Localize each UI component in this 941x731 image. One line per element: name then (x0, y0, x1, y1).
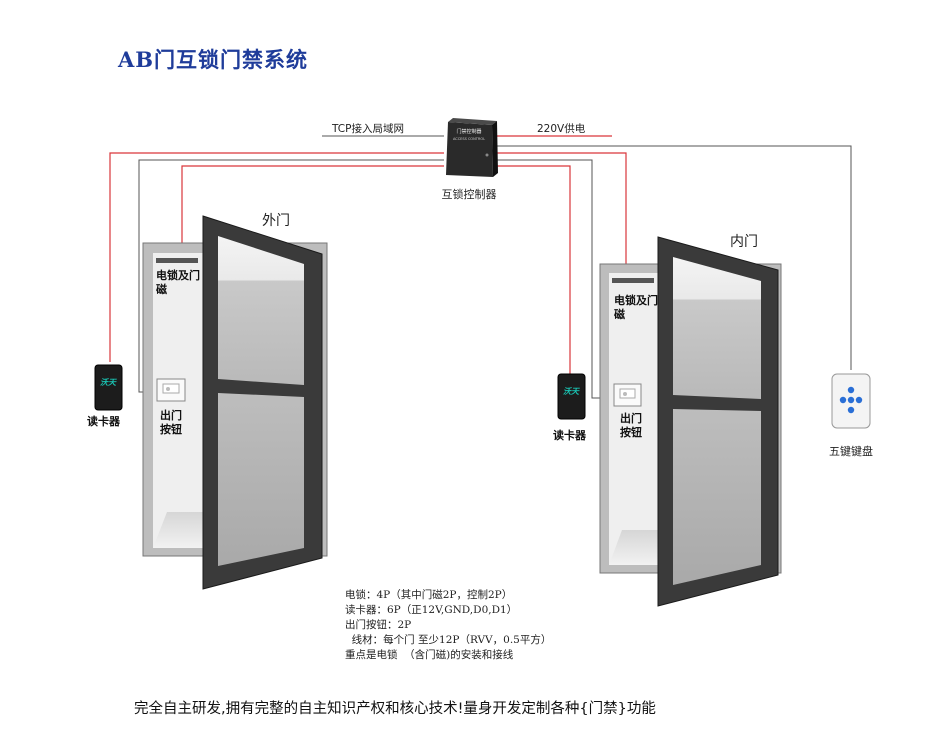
keypad-key-center (847, 396, 855, 404)
keypad-key-left (839, 396, 847, 404)
inner-reader-wire (496, 152, 627, 272)
note-line: 读卡器：6P（正12V,GND,D0,D1） (345, 604, 518, 616)
inner-lock-label: 电锁及门磁 (614, 294, 658, 321)
inner-reader-label: 读卡器 (553, 429, 586, 442)
note-line: 出门按钮：2P (345, 619, 412, 631)
outer-lock-label: 电锁及门磁 (156, 269, 200, 296)
interlock-controller: 门禁控制器 ACCESS CONTROL (446, 118, 498, 177)
controller-box-text: 门禁控制器 (456, 128, 481, 135)
inner-lock-wire (496, 165, 571, 374)
outer-door-name: 外门 (262, 213, 290, 229)
keypad-label: 五键键盘 (829, 444, 873, 458)
five-key-keypad (831, 373, 871, 429)
outer-card-reader: 沃天 (94, 364, 123, 411)
outer-reader-label: 读卡器 (87, 415, 120, 428)
outer-exit-button (156, 378, 186, 402)
inner-button-label: 出门按钮 (620, 412, 642, 439)
keypad-key-top (847, 386, 855, 394)
keypad-wire (496, 145, 852, 370)
inner-door-assembly (599, 236, 782, 607)
outer-button-label: 出门按钮 (160, 409, 182, 436)
outer-lock-wire (181, 165, 444, 252)
outer-reader-wire (109, 152, 444, 362)
outer-door-assembly (142, 215, 328, 590)
inner-lock-strip (612, 278, 654, 283)
wires (109, 135, 852, 399)
wiring-notes: 电锁：4P（其中门磁2P，控制2P） 读卡器：6P（正12V,GND,D0,D1… (345, 588, 551, 663)
controller-box-subtext: ACCESS CONTROL (453, 137, 485, 141)
tcp-label: TCP接入局域网 (331, 122, 404, 135)
inner-card-reader: 沃天 (557, 373, 586, 420)
inner-door-name: 内门 (730, 234, 758, 250)
note-line: 电锁：4P（其中门磁2P，控制2P） (345, 589, 513, 601)
controller-label: 互锁控制器 (442, 187, 497, 201)
page-title: AB门互锁门禁系统 (118, 47, 309, 72)
outer-reader-brand: 沃天 (100, 378, 117, 387)
note-line: 重点是电锁 （含门磁)的安装和接线 (345, 649, 514, 661)
outer-lock-strip (156, 258, 198, 263)
note-line: 线材：每个门 至少12P（RVV，0.5平方） (345, 634, 552, 646)
inner-exit-button (613, 383, 642, 407)
keypad-key-right (855, 396, 863, 404)
keypad-key-bottom (847, 406, 855, 414)
inner-reader-brand: 沃天 (563, 387, 580, 396)
power-label: 220V供电 (537, 122, 586, 135)
footer-slogan: 完全自主研发,拥有完整的自主知识产权和核心技术!量身开发定制各种{门禁}功能 (134, 701, 656, 717)
